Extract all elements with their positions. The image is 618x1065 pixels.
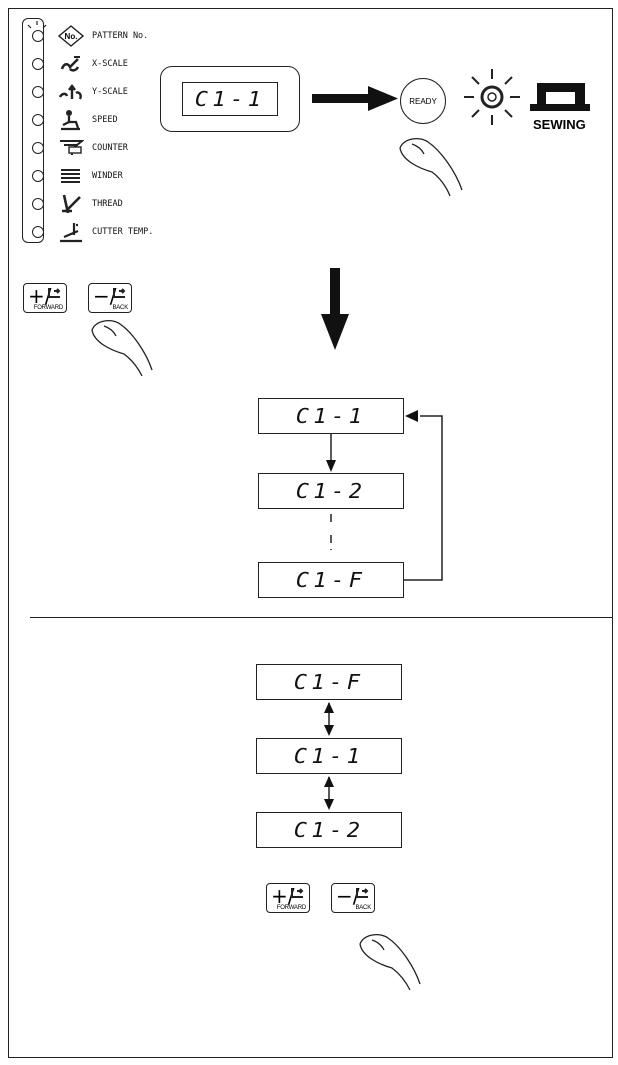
pattern-no-icon: No.	[58, 25, 84, 47]
forward-key[interactable]: +/ FORWARD	[23, 283, 67, 313]
led-indicator	[32, 170, 44, 182]
cycle-display-2: C1-2	[258, 473, 404, 509]
plus-symbol: +/	[271, 884, 295, 908]
feed-icon	[356, 888, 369, 898]
led-lit-rays	[27, 21, 47, 29]
back-label: BACK	[112, 305, 128, 311]
bottom-display-value: C1-F	[293, 670, 365, 694]
forward-label: FORWARD	[276, 905, 306, 911]
bottom-display-3: C1-2	[256, 812, 402, 848]
thread-icon	[62, 194, 81, 214]
led-indicator	[32, 114, 44, 126]
led-panel-frame	[22, 18, 44, 243]
cutter-temp-icon	[60, 223, 82, 243]
pattern-no-badge: No.	[65, 32, 78, 41]
minus-symbol: −/	[93, 284, 117, 308]
led-indicator	[32, 226, 44, 238]
x-scale-icon	[60, 56, 80, 72]
top-display-value: C1-1	[194, 87, 266, 111]
led-row-winder: WINDER	[26, 162, 156, 190]
led-row-cutter-temp: CUTTER TEMP.	[26, 218, 156, 246]
finger-icon	[399, 137, 463, 197]
led-indicator	[32, 198, 44, 210]
led-label: SPEED	[92, 115, 118, 125]
arrow-to-ready	[312, 86, 398, 111]
back-key[interactable]: −/ BACK	[88, 283, 132, 313]
led-label: COUNTER	[92, 143, 128, 153]
page-frame	[8, 8, 613, 1058]
led-label: PATTERN No.	[92, 31, 149, 41]
cycle-display-value: C1-F	[295, 568, 367, 592]
double-arrow-2	[324, 776, 334, 810]
ready-button-label: READY	[409, 96, 437, 106]
led-row-y-scale: Y-SCALE	[26, 78, 156, 106]
sewing-lamp-icon	[464, 69, 520, 125]
feed-icon	[48, 288, 61, 298]
forward-label: FORWARD	[33, 305, 63, 311]
cycle-display-value: C1-1	[295, 404, 367, 428]
led-label: CUTTER TEMP.	[92, 227, 154, 237]
led-row-speed: SPEED	[26, 106, 156, 134]
section-divider	[30, 617, 612, 618]
feed-icon	[291, 888, 304, 898]
arrow-down	[321, 268, 349, 350]
led-indicator	[32, 86, 44, 98]
bottom-display-2: C1-1	[256, 738, 402, 774]
led-row-counter: COUNTER	[26, 134, 156, 162]
cycle-connectors	[326, 410, 443, 581]
led-indicator-lit	[32, 30, 44, 42]
display-housing: C1-1	[160, 66, 300, 132]
y-scale-icon	[58, 84, 82, 100]
forward-key-lower[interactable]: +/ FORWARD	[266, 883, 310, 913]
back-key-lower[interactable]: −/ BACK	[331, 883, 375, 913]
finger-icon	[359, 933, 421, 991]
led-label: WINDER	[92, 171, 123, 181]
bottom-display-1: C1-F	[256, 664, 402, 700]
back-label: BACK	[355, 905, 371, 911]
cycle-display-3: C1-F	[258, 562, 404, 598]
led-row-thread: THREAD	[26, 190, 156, 218]
feed-icon	[113, 288, 126, 298]
sewing-label: SEWING	[533, 117, 586, 132]
bottom-display-value: C1-2	[293, 818, 365, 842]
led-row-pattern-no: No. PATTERN No.	[26, 22, 156, 50]
ready-button[interactable]: READY	[400, 78, 446, 124]
finger-icon	[91, 319, 153, 377]
led-label: THREAD	[92, 199, 123, 209]
led-label: Y-SCALE	[92, 87, 128, 97]
sewing-machine-icon	[530, 83, 590, 111]
winder-icon	[61, 169, 80, 183]
speed-icon	[61, 110, 80, 131]
cycle-display-1: C1-1	[258, 398, 404, 434]
led-indicator	[32, 58, 44, 70]
led-indicator	[32, 142, 44, 154]
led-label: X-SCALE	[92, 59, 128, 69]
plus-symbol: +/	[28, 284, 52, 308]
cycle-display-value: C1-2	[295, 479, 367, 503]
double-arrow-1	[324, 702, 334, 736]
led-row-x-scale: X-SCALE	[26, 50, 156, 78]
minus-symbol: −/	[336, 884, 360, 908]
counter-icon	[60, 140, 84, 155]
bottom-display-value: C1-1	[293, 744, 365, 768]
top-display: C1-1	[182, 82, 278, 116]
